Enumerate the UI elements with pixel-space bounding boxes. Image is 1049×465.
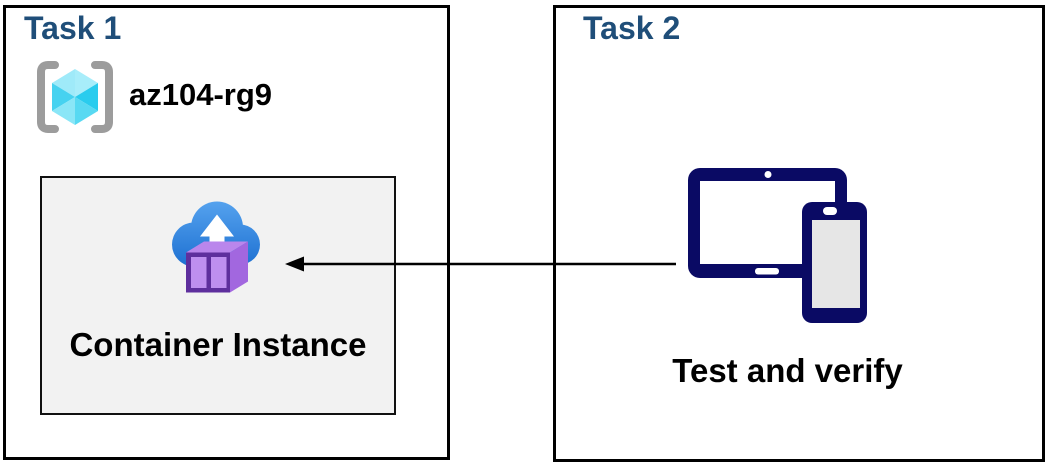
container-instance-label: Container Instance [69, 326, 367, 363]
resource-group-icon [37, 61, 113, 133]
resource-group-name: az104-rg9 [129, 77, 273, 112]
phone-icon [802, 202, 867, 323]
devices-icon [688, 168, 867, 323]
task1-title: Task 1 [24, 10, 122, 46]
test-and-verify-label: Test and verify [672, 352, 903, 389]
container-glyph [186, 241, 248, 293]
upload-arrow-icon [200, 214, 234, 259]
task2-title: Task 2 [583, 10, 681, 46]
container-instance-icon [172, 201, 260, 293]
